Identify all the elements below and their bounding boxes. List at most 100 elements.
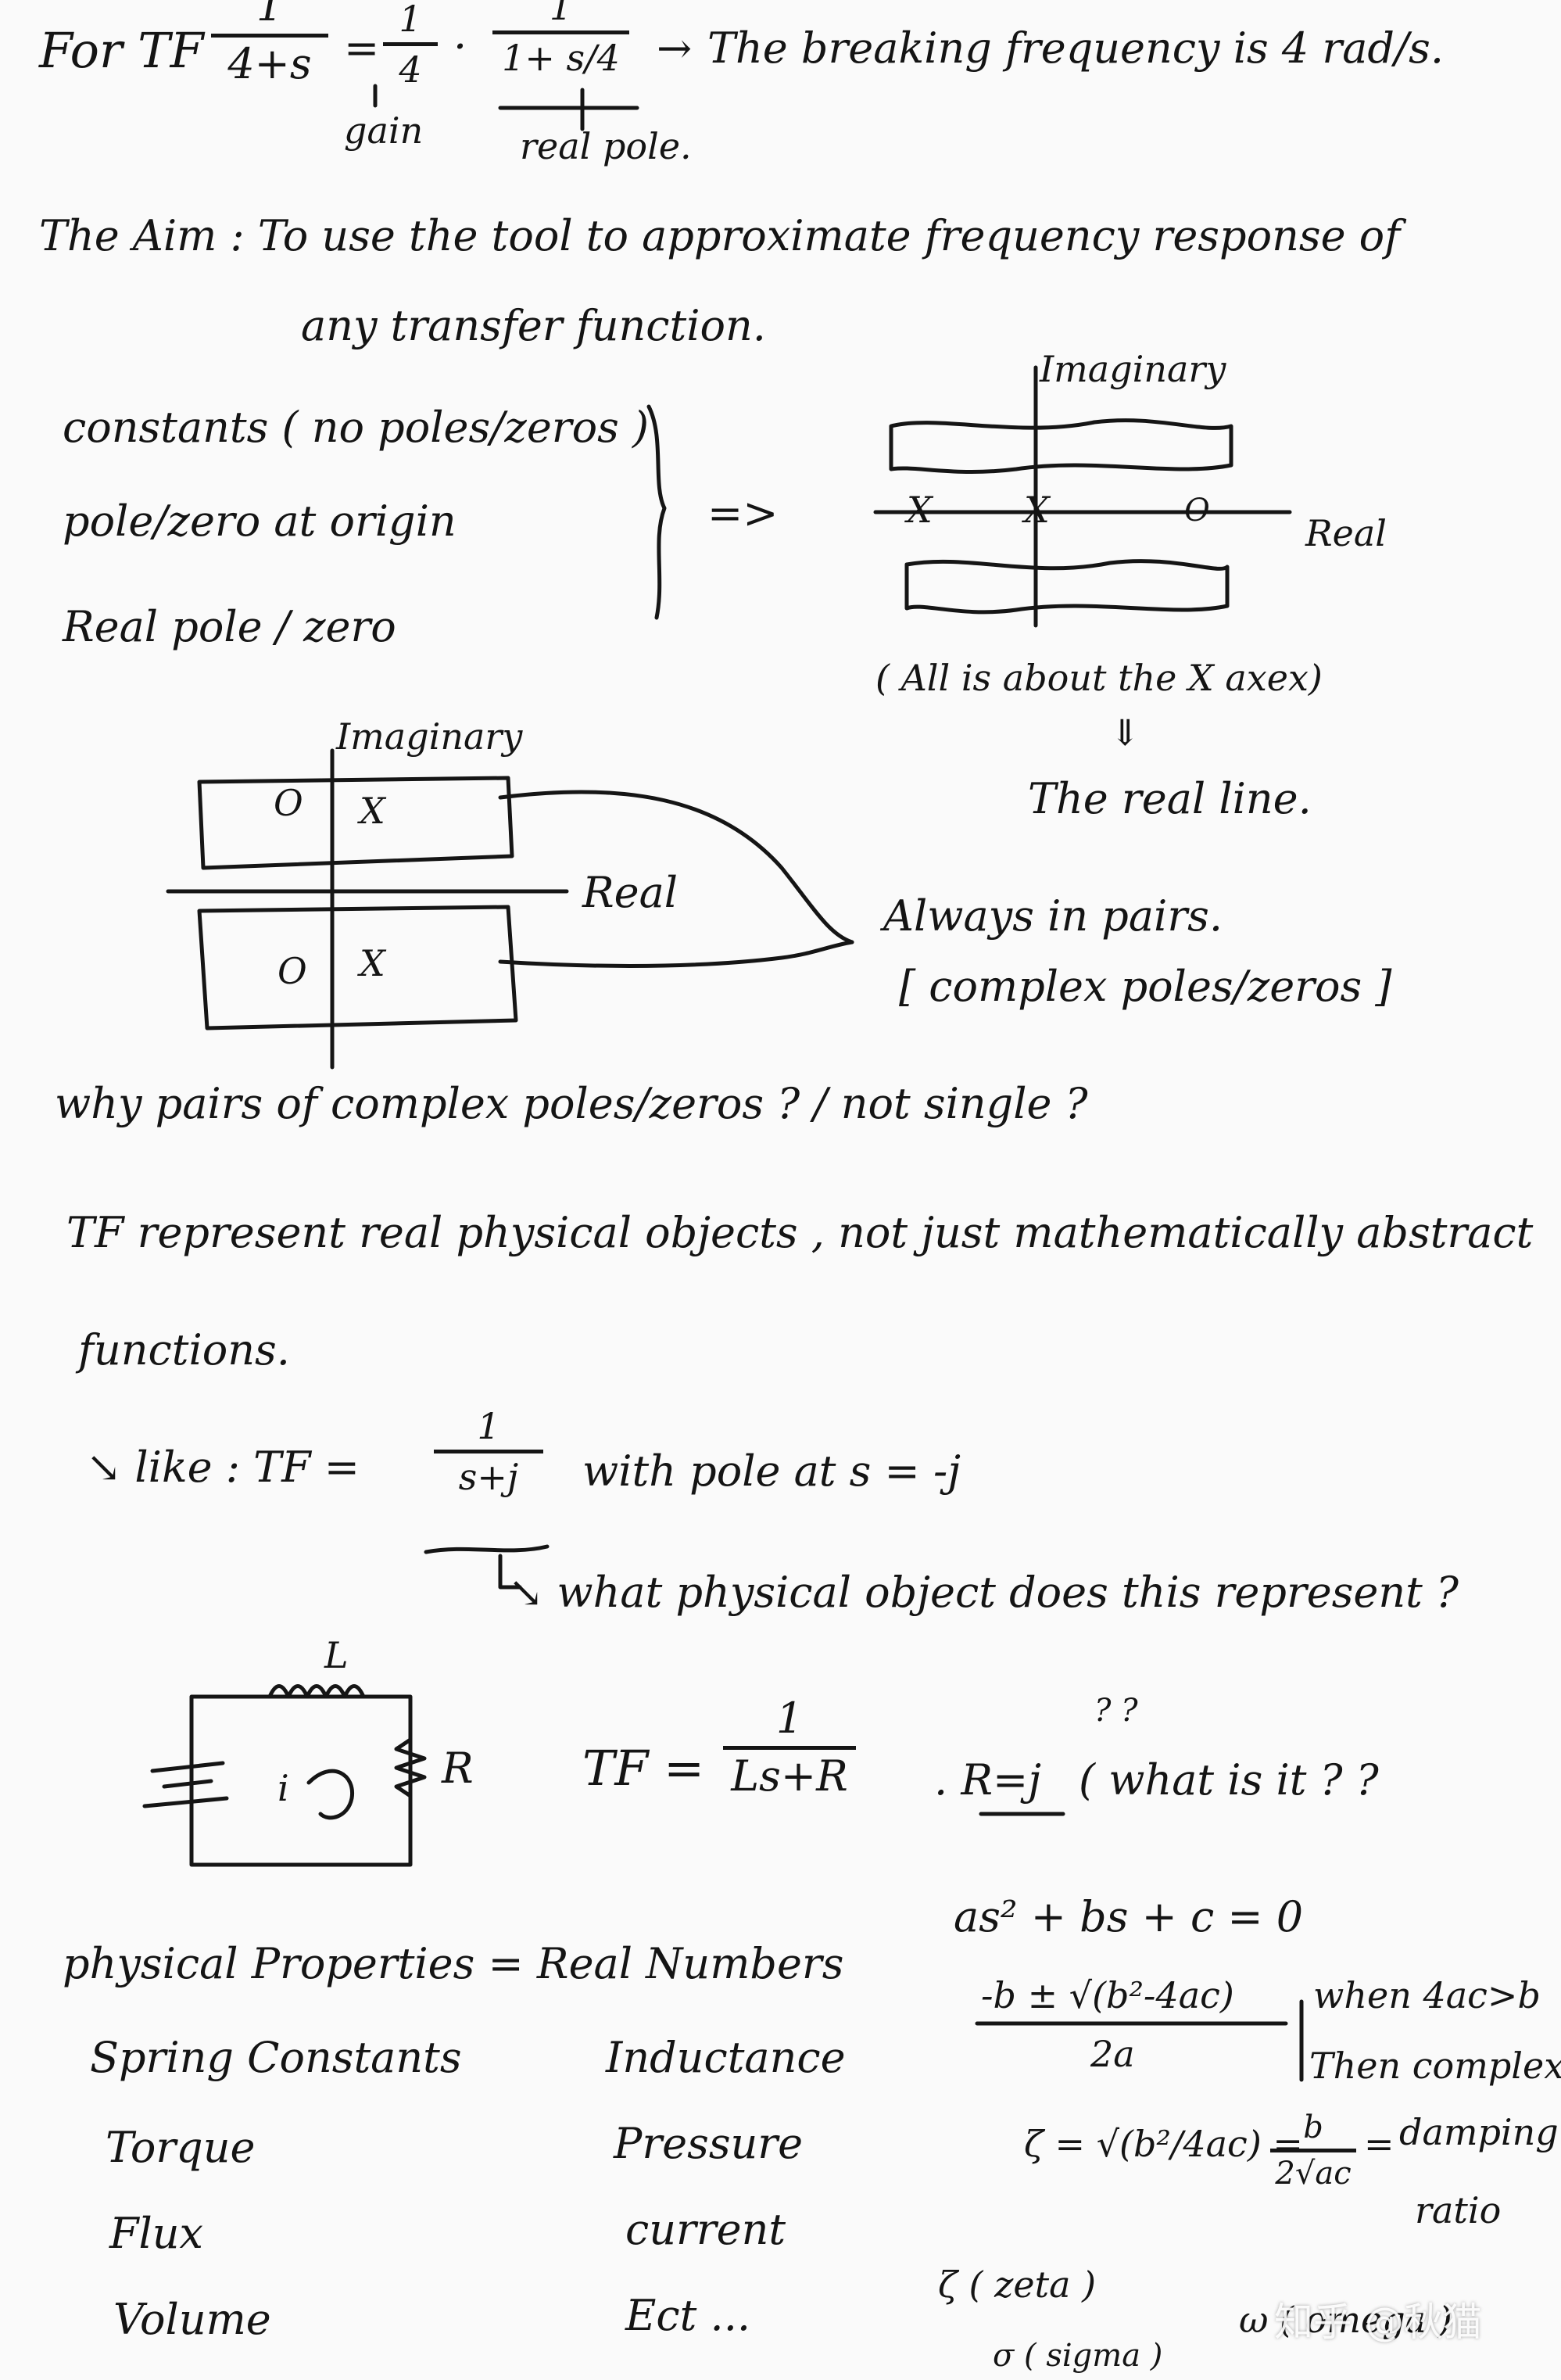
- like-label: ↘ like : TF =: [86, 1443, 360, 1492]
- prop-right-1: Pressure: [614, 2119, 804, 2168]
- question-marks: ? ?: [1094, 1693, 1138, 1729]
- pole-denominator: 1+ s/4: [502, 37, 620, 80]
- plane2-zero-bottom: O: [277, 950, 307, 992]
- r-equals-j: . R=j: [934, 1755, 1041, 1805]
- down-arrow: ⇓: [1110, 711, 1140, 754]
- zeta-name: ζ ( zeta ): [938, 2264, 1097, 2306]
- plane1-band-top: [889, 418, 1233, 474]
- circuit-numerator: 1: [775, 1694, 804, 1743]
- quadratic-numerator: -b ± √(b²-4ac): [981, 1974, 1234, 2016]
- cases-brace: [646, 404, 667, 620]
- real-pole-label: real pole.: [520, 125, 692, 167]
- for-tf-label: For TF: [39, 22, 204, 79]
- real-line-label: The real line.: [1028, 774, 1312, 823]
- zeta-numerator: b: [1303, 2109, 1323, 2145]
- plane1-imaginary-label: Imaginary: [1040, 348, 1226, 390]
- resistor-zigzag: [394, 1737, 427, 1798]
- fraction-bar: [723, 1745, 856, 1750]
- fraction-bar: [211, 33, 328, 38]
- plane1-pole-origin: X: [1024, 489, 1050, 531]
- battery-plate-1: [150, 1761, 225, 1773]
- battery-plate-2: [162, 1779, 213, 1789]
- aim-line-2: any transfer function.: [301, 301, 766, 350]
- prop-right-3: Ect ...: [625, 2291, 751, 2340]
- prop-left-1: Torque: [106, 2123, 256, 2172]
- breaking-frequency-text: The breaking frequency is 4 rad/s.: [707, 23, 1445, 73]
- like-denominator: s+j: [458, 1456, 519, 1499]
- plane2-pair-curve-top: [498, 790, 854, 944]
- battery-plate-3: [142, 1796, 229, 1808]
- aim-line-1: The Aim : To use the tool to approximate…: [39, 211, 1401, 260]
- dot-operator: ·: [453, 22, 467, 71]
- watermark: 知乎 @秋猫: [1274, 2299, 1482, 2345]
- omega-name: ω ( omega ): [1239, 2299, 1452, 2341]
- tf-numerator: 1: [256, 0, 284, 30]
- prop-right-0: Inductance: [606, 2033, 846, 2082]
- like-numerator: 1: [477, 1405, 500, 1447]
- plane2-zero-top: O: [274, 782, 303, 824]
- fraction-bar: [434, 1450, 543, 1454]
- zeta-fraction: b 2√ac: [1270, 2111, 1356, 2190]
- equals-damping: =: [1364, 2123, 1395, 2165]
- prop-left-2: Flux: [109, 2209, 203, 2258]
- zeta-formula: ζ = √(b²/4ac) =: [1024, 2123, 1303, 2165]
- then-complex: Then complex: [1309, 2045, 1561, 2087]
- case-real: Real pole / zero: [63, 602, 396, 651]
- inductor-label: L: [324, 1634, 349, 1676]
- circuit-fraction: 1 Ls+R: [723, 1694, 856, 1801]
- equals-sign: =: [344, 23, 380, 73]
- tf-fraction: 1 4+s: [211, 0, 328, 86]
- like-underline: [424, 1544, 550, 1554]
- circuit-denominator: Ls+R: [731, 1751, 848, 1801]
- prop-left-0: Spring Constants: [90, 2033, 462, 2082]
- plane1-real-label: Real: [1305, 512, 1387, 554]
- case-origin: pole/zero at origin: [63, 496, 456, 546]
- quadratic-denominator: 2a: [1090, 2033, 1135, 2075]
- plane2-box-bottom: [197, 905, 518, 1030]
- gain-denominator: 4: [399, 48, 422, 91]
- pole-fraction: 1 1+ s/4: [492, 0, 629, 77]
- functions-line: functions.: [78, 1325, 290, 1375]
- pairs-line-1: Always in pairs.: [883, 891, 1223, 941]
- damping-label: damping: [1399, 2111, 1559, 2153]
- plane1-zero-o: O: [1184, 493, 1210, 529]
- fraction-bar: [492, 30, 629, 35]
- zeta-denominator: 2√ac: [1275, 2156, 1352, 2192]
- pole-at-text: with pole at s = -j: [582, 1446, 961, 1496]
- implies-arrow: =>: [707, 489, 779, 538]
- ratio-label: ratio: [1415, 2189, 1502, 2231]
- pole-numerator: 1: [549, 0, 573, 28]
- plane2-box-top: [197, 776, 514, 870]
- plane2-real-label: Real: [582, 868, 678, 917]
- physical-properties-title: physical Properties = Real Numbers: [63, 1939, 844, 1988]
- plane2-pair-curve-bottom: [498, 940, 854, 968]
- fraction-bar: [1270, 2149, 1356, 2152]
- what-object-question: ↘ what physical object does this represe…: [508, 1568, 1459, 1617]
- circuit-tf-label: TF =: [582, 1740, 705, 1797]
- when-condition: when 4ac>b: [1313, 1974, 1541, 2016]
- plane2-pole-top: X: [360, 790, 385, 832]
- circuit-loop: [189, 1694, 413, 1867]
- gain-fraction: 1 4: [383, 0, 438, 89]
- resistor-label: R: [442, 1744, 474, 1793]
- inductor-coil: [267, 1684, 366, 1699]
- plane1-note: ( All is about the X axex): [875, 657, 1323, 699]
- plane1-band-bottom: [904, 559, 1230, 615]
- tf-denominator: 4+s: [227, 38, 312, 88]
- why-question: why pairs of complex poles/zeros ? / not…: [55, 1079, 1088, 1128]
- plane2-imaginary-label: Imaginary: [336, 715, 523, 758]
- pairs-line-2: [ complex poles/zeros ]: [899, 962, 1392, 1011]
- plane2-pole-bottom: X: [360, 942, 385, 984]
- gain-label: gain: [344, 109, 424, 152]
- plane1-pole-x: X: [907, 489, 933, 531]
- arrow-right: →: [657, 23, 693, 73]
- case-constants: constants ( no poles/zeros ): [63, 403, 650, 452]
- what-is-it: ( what is it ? ?: [1079, 1755, 1379, 1805]
- what-arrow: [498, 1554, 522, 1590]
- prop-left-3: Volume: [113, 2295, 271, 2344]
- current-loop-arrow: [306, 1769, 355, 1820]
- tf-represent-line: TF represent real physical objects , not…: [66, 1208, 1534, 1257]
- like-fraction: 1 s+j: [434, 1407, 543, 1496]
- current-label: i: [277, 1767, 289, 1809]
